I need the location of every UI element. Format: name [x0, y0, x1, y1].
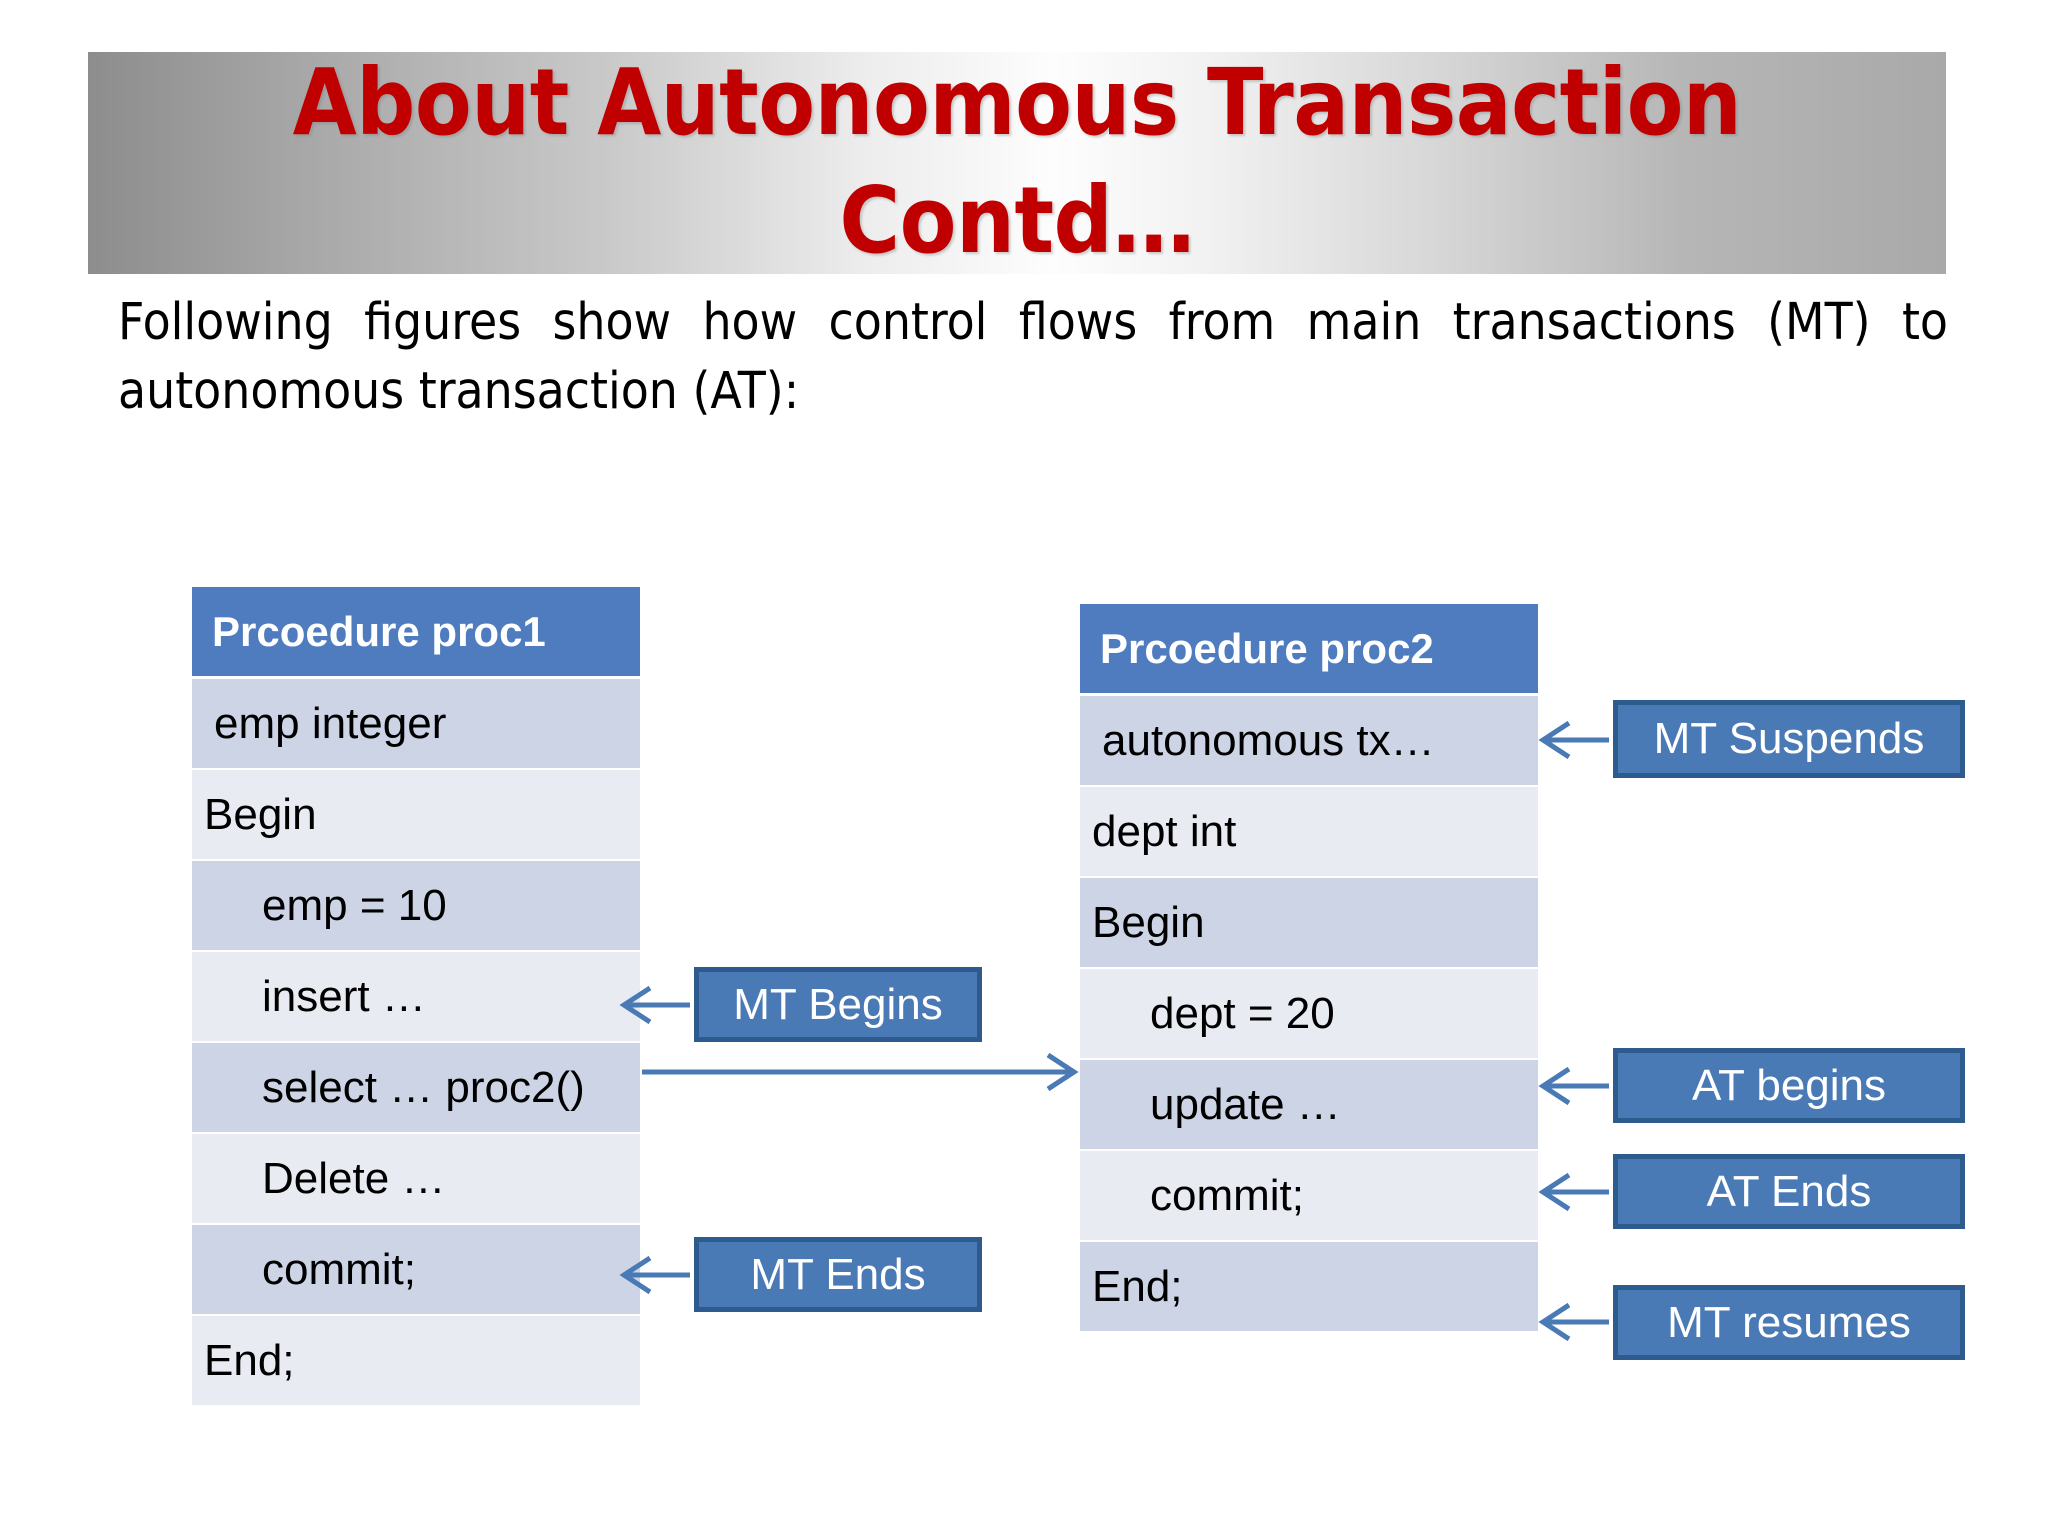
- arrow-at-ends: [1538, 1172, 1609, 1212]
- code-row: commit;: [192, 1225, 640, 1314]
- arrow-mt-suspends: [1538, 720, 1609, 760]
- callout-mt-ends[interactable]: MT Ends: [694, 1237, 982, 1312]
- code-row: autonomous tx…: [1080, 696, 1538, 785]
- arrow-at-begins: [1538, 1066, 1609, 1106]
- callout-at-begins[interactable]: AT begins: [1613, 1048, 1965, 1123]
- callout-mt-resumes[interactable]: MT resumes: [1613, 1285, 1965, 1360]
- code-row: End;: [1080, 1242, 1538, 1331]
- code-row: dept = 20: [1080, 969, 1538, 1058]
- page-title: About Autonomous Transaction Contd…: [292, 49, 1742, 274]
- code-row: commit;: [1080, 1151, 1538, 1240]
- code-row: Delete …: [192, 1134, 640, 1223]
- procedure-header-proc2: Prcoedure proc2: [1080, 604, 1538, 693]
- callout-mt-begins[interactable]: MT Begins: [694, 967, 982, 1042]
- callout-mt-suspends[interactable]: MT Suspends: [1613, 700, 1965, 778]
- code-row: dept int: [1080, 787, 1538, 876]
- arrow-proc1-to-proc2: [642, 1052, 1079, 1092]
- code-row: Begin: [1080, 878, 1538, 967]
- code-row: insert …: [192, 952, 640, 1041]
- arrow-mt-resumes: [1538, 1302, 1609, 1342]
- code-row: Begin: [192, 770, 640, 859]
- code-row: emp = 10: [192, 861, 640, 950]
- procedure-header-proc1: Prcoedure proc1: [192, 587, 640, 676]
- code-row: emp integer: [192, 679, 640, 768]
- callout-at-ends[interactable]: AT Ends: [1613, 1154, 1965, 1229]
- code-row: select … proc2(): [192, 1043, 640, 1132]
- procedure-table-proc2: Prcoedure proc2 autonomous tx… dept int …: [1080, 604, 1538, 1331]
- title-banner: About Autonomous Transaction Contd…: [88, 49, 1946, 274]
- procedure-table-proc1: Prcoedure proc1 emp integer Begin emp = …: [192, 587, 640, 1405]
- code-row: update …: [1080, 1060, 1538, 1149]
- body-paragraph: Following figures show how control flows…: [118, 293, 1948, 421]
- code-row: End;: [192, 1316, 640, 1405]
